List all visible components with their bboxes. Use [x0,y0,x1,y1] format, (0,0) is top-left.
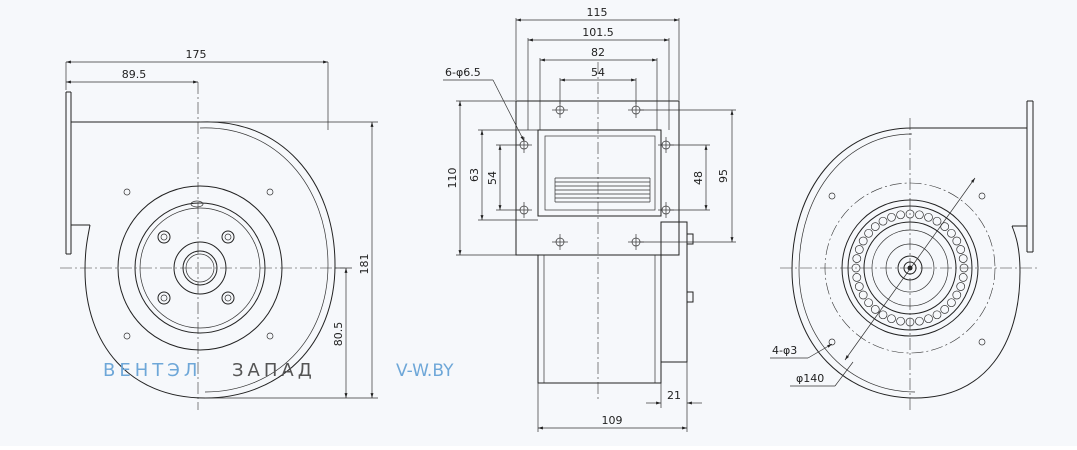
impeller-blade [956,282,966,291]
dim-89-5: 89.5 [122,68,147,81]
impeller-blade [958,254,968,263]
dim-82: 82 [591,46,605,59]
impeller-blade [854,282,864,291]
impeller-blade [887,212,896,222]
impeller-blade [896,210,905,220]
watermark-brand-grey: ЗАПАД [232,360,316,381]
impeller-blade [858,236,868,246]
dim-80-5: 80.5 [332,322,345,347]
impeller-blade [852,273,862,282]
impeller-blade [915,316,924,326]
impeller-blade [924,212,933,222]
impeller-blade [952,290,962,300]
impeller-blade [915,210,924,220]
impeller-blade [864,228,873,238]
impeller-blade [870,222,880,231]
impeller-blade [887,314,896,324]
dim-95: 95 [717,169,730,183]
dim-21: 21 [667,389,681,402]
impeller-blade [878,310,888,320]
impeller-blade [932,310,942,320]
impeller-blade [870,305,880,314]
dim-175: 175 [186,48,207,61]
impeller-blade [896,316,905,326]
bottom-band [0,446,1077,450]
dim-109: 109 [602,414,623,427]
middle-view [443,18,736,432]
dim-63: 63 [468,168,481,182]
impeller-blade [924,314,933,324]
watermark-site: V-W.BY [396,361,454,381]
dim-115: 115 [587,6,608,19]
impeller-blade [852,254,862,263]
impeller-blade [958,273,968,282]
dim-diameter-140: φ140 [796,372,824,385]
impeller-blade [878,216,888,226]
impeller-blade [854,245,864,254]
impeller-blade [858,290,868,300]
impeller-blade [864,298,873,308]
dim-54-top: 54 [591,66,605,79]
dim-101-5: 101.5 [582,26,614,39]
right-view [770,100,1040,410]
watermark-brand-blue: ВЕНТЭЛ [103,360,201,381]
holes-4-label: 4-φ3 [772,344,797,357]
impeller-blade [947,228,956,238]
impeller-blade [952,236,962,246]
dim-110: 110 [446,168,459,189]
impeller-blade [940,305,950,314]
holes-6-label: 6-φ6.5 [445,66,481,79]
dim-48: 48 [692,171,705,185]
impeller-blade [956,245,966,254]
impeller-blade [947,298,956,308]
left-view [60,60,378,410]
impeller-blade [932,216,942,226]
dim-54-side: 54 [486,171,499,185]
dim-181: 181 [358,254,371,275]
